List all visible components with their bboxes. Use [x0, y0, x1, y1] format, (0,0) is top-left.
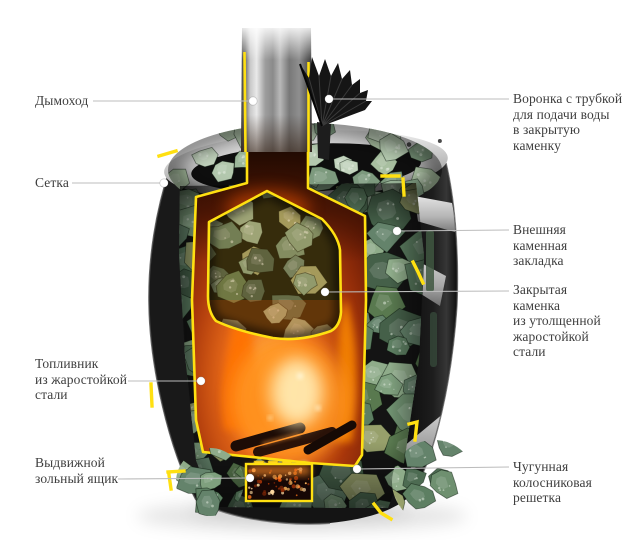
chimney-pipe — [236, 24, 318, 153]
ash-box — [244, 462, 314, 503]
label-chimney: Дымоход — [35, 93, 89, 108]
label-mesh: Сетка — [35, 175, 69, 190]
firebox-outline — [190, 150, 368, 468]
stove-left-wall — [148, 168, 214, 505]
chimney-cut-edge — [243, 51, 247, 153]
label-funnel: Воронка с трубкой для подачи воды в закр… — [513, 91, 623, 153]
label-closed-heater: Закрытая каменка из утолщенной жаростойк… — [513, 282, 601, 359]
corner-marks — [149, 148, 426, 522]
label-outer-stones: Внешняя каменная закладка — [513, 222, 568, 268]
rim-screw — [437, 138, 442, 143]
label-firebox: Топливник из жаростойкой стали — [35, 356, 128, 402]
label-ash-box: Выдвижной зольный ящик — [35, 455, 119, 486]
firebox-cutaway — [190, 150, 368, 503]
label-grate: Чугунная колосниковая решетка — [513, 459, 592, 505]
water-funnel — [299, 57, 372, 160]
